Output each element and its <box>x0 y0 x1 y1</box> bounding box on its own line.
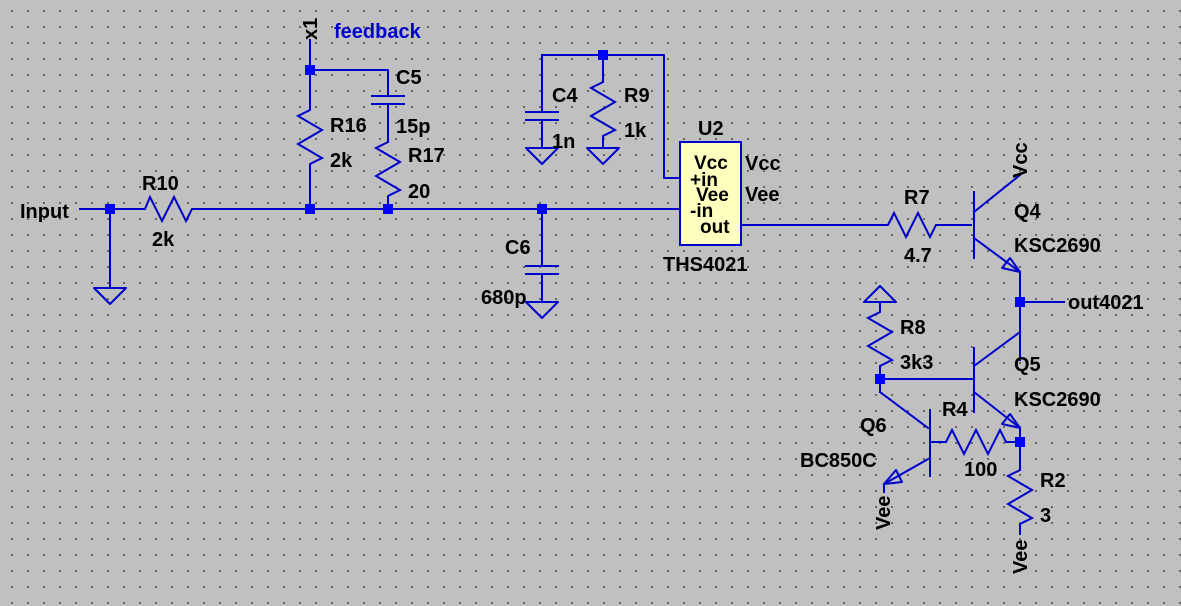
u2-pin-in-minus: -in <box>690 201 713 222</box>
r17-value: 20 <box>408 181 430 203</box>
junction-c4-r9 <box>598 50 608 60</box>
c4-ref: C4 <box>552 85 578 107</box>
junction-input <box>105 204 115 214</box>
capacitor-c4[interactable] <box>525 54 559 165</box>
q4-supply-vcc: Vcc <box>1010 142 1032 178</box>
r7-value: 4.7 <box>904 245 932 267</box>
resistor-r7[interactable] <box>741 210 972 240</box>
c6-value: 680p <box>481 287 527 309</box>
input-net <box>79 208 136 305</box>
r17-ref: R17 <box>408 145 445 167</box>
r10-value: 2k <box>152 229 175 251</box>
q4-value: KSC2690 <box>1014 235 1101 257</box>
c4-value: 1n <box>552 131 575 153</box>
r2-ref: R2 <box>1040 470 1066 492</box>
r4-ref: R4 <box>942 399 968 421</box>
r4-value: 100 <box>964 459 997 481</box>
junction-out <box>1015 297 1025 307</box>
r9-ref: R9 <box>624 85 650 107</box>
junction-nodes <box>105 50 1025 447</box>
resistor-r17[interactable] <box>373 141 403 209</box>
r7-ref: R7 <box>904 187 930 209</box>
junction-feedback <box>305 65 315 75</box>
r10-ref: R10 <box>142 173 179 195</box>
c4-r9-network <box>541 54 681 179</box>
resistor-r9[interactable] <box>586 55 620 165</box>
r8-supply-symbol <box>863 285 897 303</box>
u2-supply-vcc: Vcc <box>745 153 781 175</box>
resistor-r8[interactable] <box>863 285 897 379</box>
ground-symbol <box>93 287 127 305</box>
transistor-q4[interactable] <box>972 173 1022 361</box>
q5-ref: Q5 <box>1014 354 1041 376</box>
u2-pin-in-plus: +in <box>690 170 718 191</box>
u2-pin-vee: Vee <box>696 185 729 206</box>
u2-value: THS4021 <box>663 254 748 276</box>
transistor-q6[interactable] <box>878 378 932 493</box>
r2-value: 3 <box>1040 505 1051 527</box>
opamp-u2[interactable] <box>679 141 742 246</box>
r16-ref: R16 <box>330 115 367 137</box>
u2-ref: U2 <box>698 118 724 140</box>
resistor-r2[interactable] <box>1005 428 1035 535</box>
junction-q5-base <box>875 374 885 384</box>
junction-c6 <box>537 204 547 214</box>
transistor-q5[interactable] <box>879 330 1022 430</box>
capacitor-c6[interactable] <box>525 208 559 319</box>
q6-supply-vee: Vee <box>873 496 895 530</box>
c6-ref: C6 <box>505 237 531 259</box>
input-label: Input <box>20 201 69 223</box>
resistor-r4[interactable] <box>930 427 1020 457</box>
resistor-r10[interactable] <box>135 194 306 224</box>
c5-ref: C5 <box>396 67 422 89</box>
junction-r16 <box>305 204 315 214</box>
u2-pin-vcc: Vcc <box>694 153 728 174</box>
q4-ref: Q4 <box>1014 201 1042 223</box>
q6-ref: Q6 <box>860 415 887 437</box>
r16-value: 2k <box>330 150 353 172</box>
out4021-label: out4021 <box>1068 292 1144 314</box>
q5-value: KSC2690 <box>1014 389 1101 411</box>
junction-r17 <box>383 204 393 214</box>
r8-ref: R8 <box>900 317 926 339</box>
c5-value: 15p <box>396 116 430 138</box>
resistor-r16[interactable] <box>295 70 325 209</box>
r2-supply-vee: Vee <box>1010 540 1032 574</box>
x1-label: x1 <box>300 18 322 40</box>
r8-value: 3k3 <box>900 352 933 374</box>
r9-value: 1k <box>624 120 647 142</box>
feedback-net-label: feedback <box>334 21 422 43</box>
capacitor-c5[interactable] <box>309 69 405 143</box>
u2-supply-vee: Vee <box>745 184 779 206</box>
junction-r2 <box>1015 437 1025 447</box>
q6-value: BC850C <box>800 450 877 472</box>
u2-pin-out: out <box>700 217 730 238</box>
